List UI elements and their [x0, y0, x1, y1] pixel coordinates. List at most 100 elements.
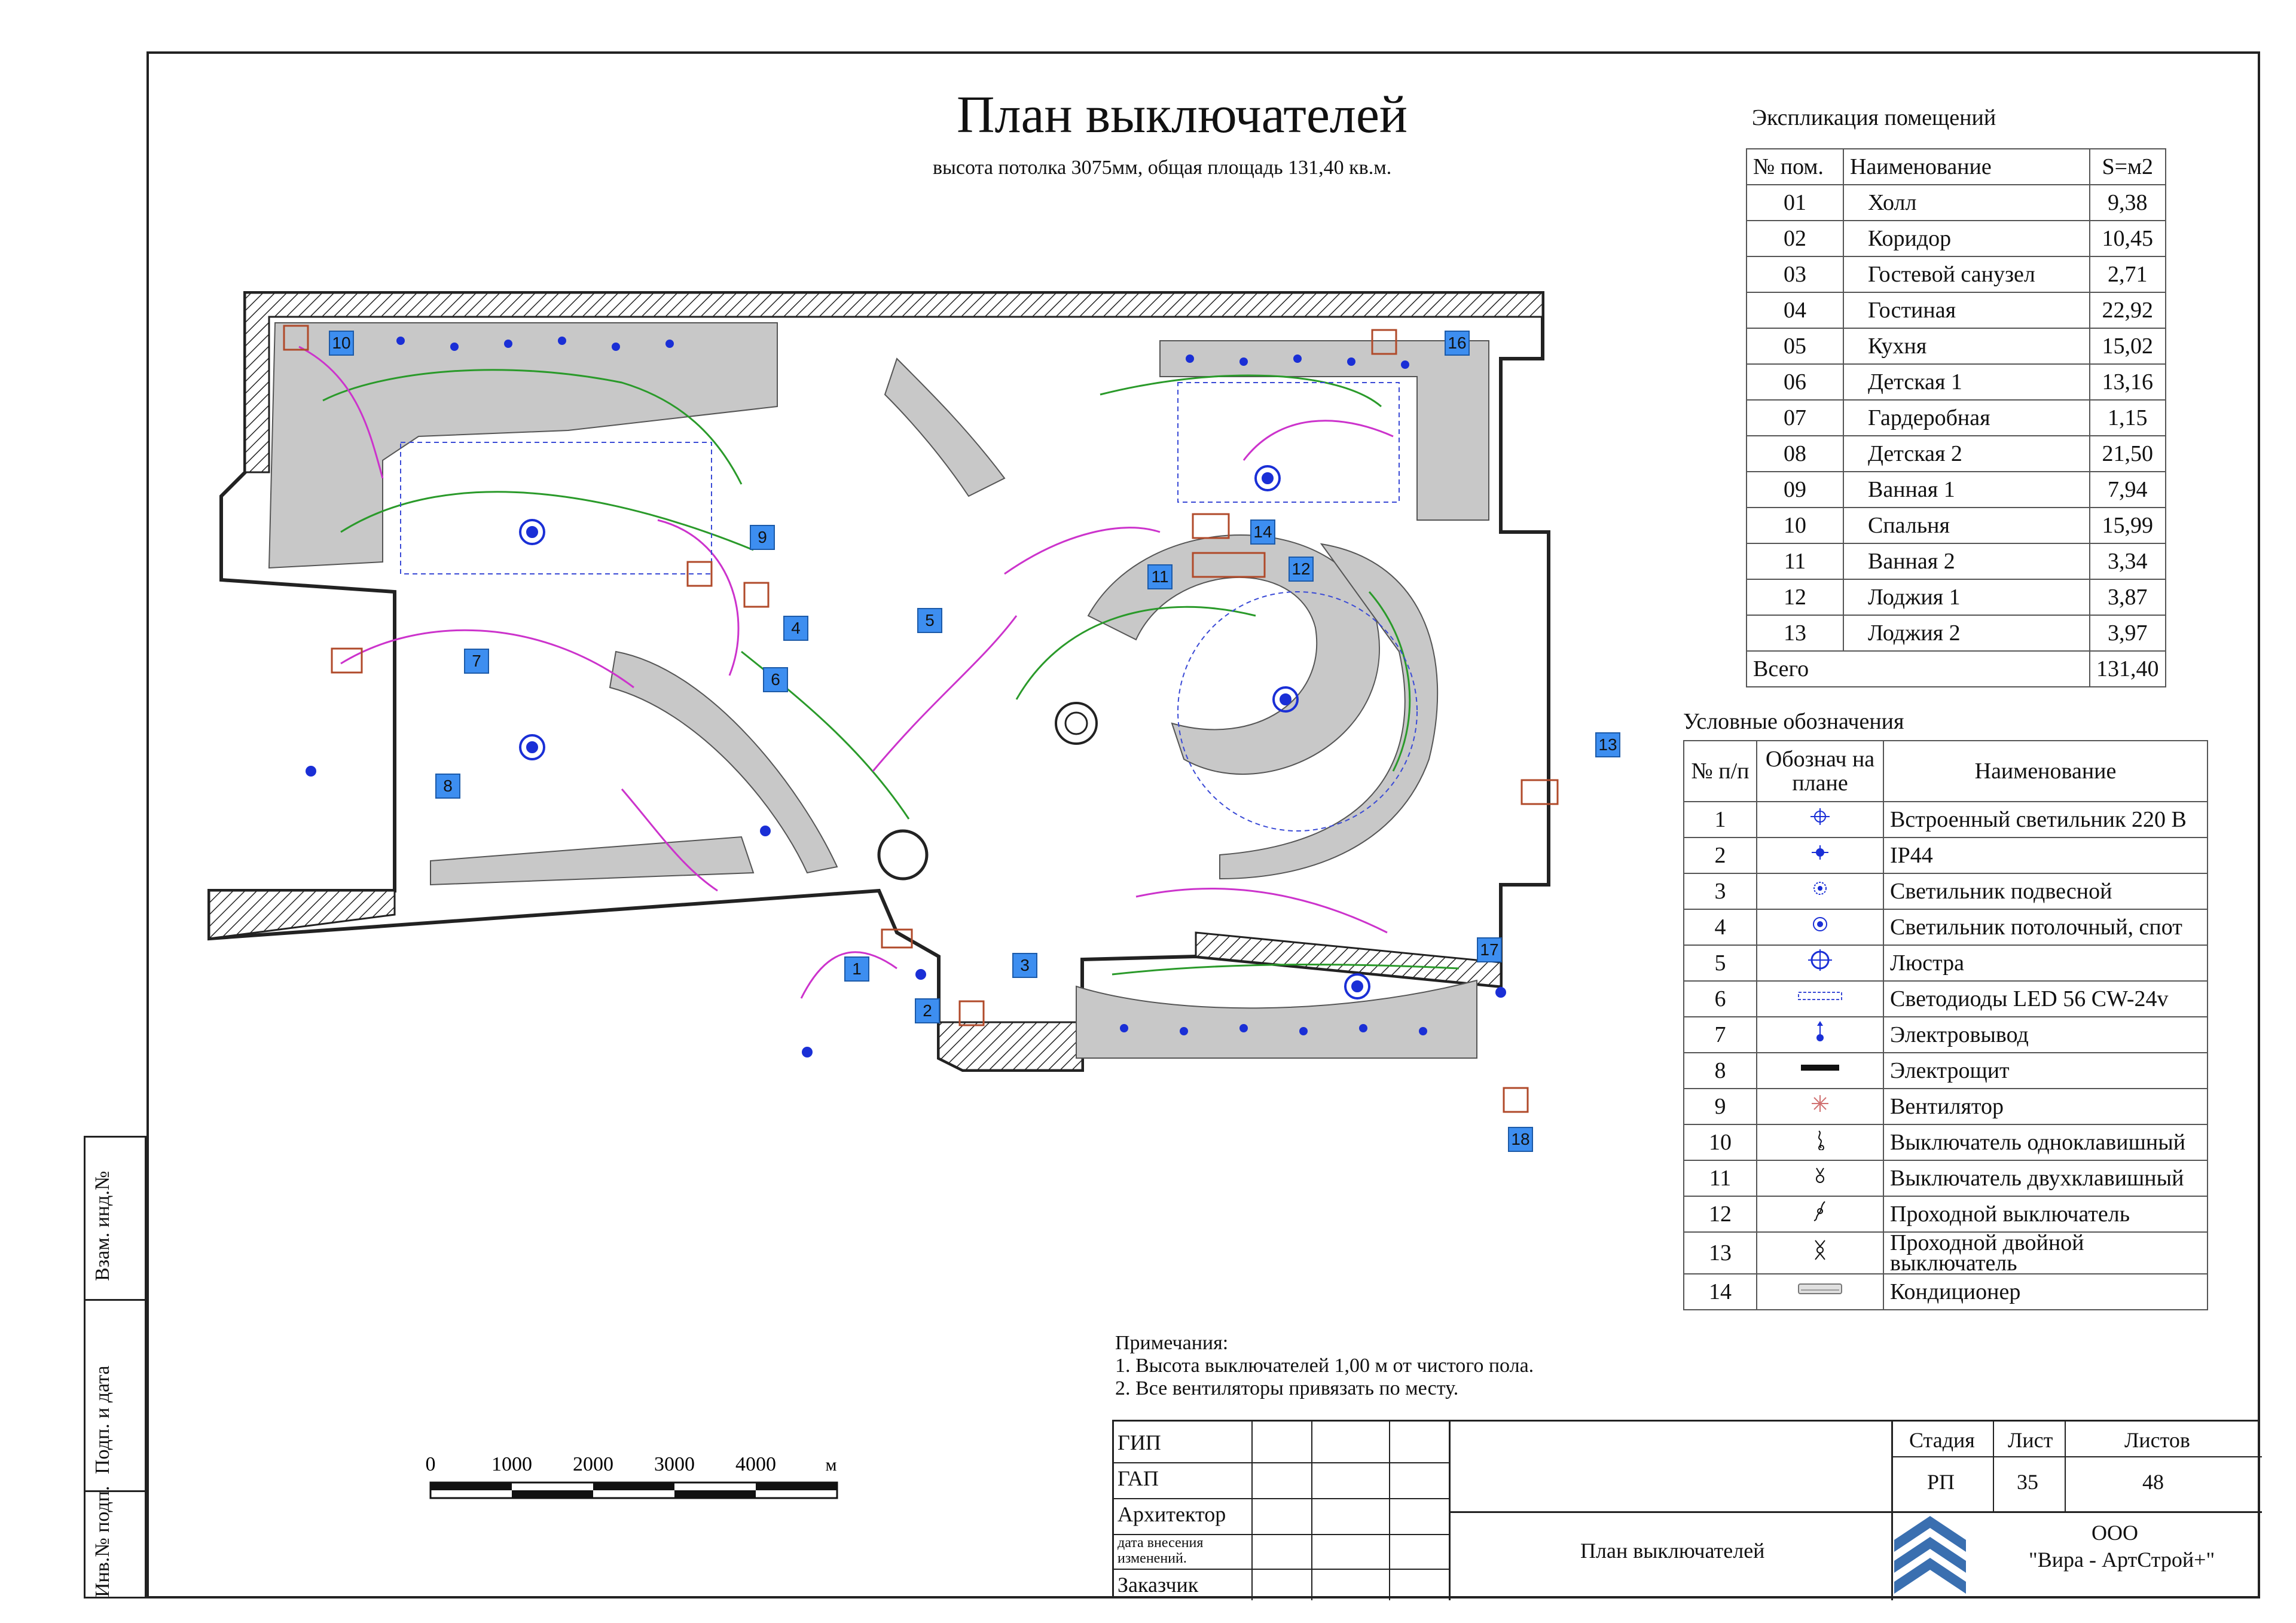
tb-role-customer: Заказчик — [1118, 1573, 1199, 1597]
central-column — [877, 702, 1098, 881]
explication-room-area: 3,87 — [2089, 579, 2166, 616]
legend-item-symbol — [1756, 801, 1884, 838]
company-logo — [1894, 1516, 1966, 1594]
tb-sheet-value: 35 — [2017, 1470, 2038, 1494]
tb-sheet-label: Лист — [2008, 1428, 2053, 1452]
pendant-light-icon — [1796, 879, 1844, 904]
explication-total-row: Всего 131,40 — [1746, 650, 2166, 687]
air-conditioner-icon — [1796, 1280, 1844, 1305]
explication-header-name: Наименование — [1843, 148, 2090, 185]
explication-room-name: Ванная 2 — [1843, 543, 2090, 580]
page-title: План выключателей — [957, 86, 1407, 144]
power-outlet-icon — [1796, 1021, 1844, 1048]
legend-header-row: № п/п Обознач на плане Наименование — [1683, 740, 2208, 802]
notes: Примечания: 1. Высота выключателей 1,00 … — [1115, 1332, 1534, 1400]
explication-room-name: Гостевой санузел — [1843, 256, 2090, 293]
scale-tick-2: 2000 — [573, 1453, 613, 1475]
plan-callout-6: 6 — [763, 667, 788, 692]
chandeliers — [519, 465, 1370, 1000]
legend-item-name: Светильник потолочный, спот — [1883, 909, 2208, 946]
explication-room-name: Лоджия 1 — [1843, 579, 2090, 616]
legend-row: 3 Светильник подвесной — [1683, 873, 2208, 910]
scale-tick-1: 1000 — [491, 1453, 532, 1475]
explication-room-number: 09 — [1746, 471, 1844, 508]
plan-callout-4: 4 — [783, 616, 808, 641]
plan-callout-9: 9 — [750, 525, 775, 550]
legend-item-number: 3 — [1683, 873, 1757, 910]
legend-item-name: Светильник подвесной — [1883, 873, 2208, 910]
wiring-magenta — [298, 346, 1394, 999]
legend-item-symbol — [1756, 1088, 1884, 1125]
legend-item-symbol — [1756, 1016, 1884, 1053]
side-stamp-label-1: Взам. инд.№ — [91, 1170, 114, 1281]
scale-tick-3: 3000 — [654, 1453, 695, 1475]
notes-line-2: 2. Все вентиляторы привязать по месту. — [1115, 1377, 1459, 1399]
legend-item-number: 1 — [1683, 801, 1757, 838]
scale-bar-graphic: 0 1000 2000 3000 4000 м — [426, 1453, 838, 1499]
wiring-green — [322, 369, 1460, 976]
legend-item-number: 2 — [1683, 837, 1757, 874]
plan-callout-3: 3 — [1012, 953, 1037, 978]
legend-item-symbol — [1756, 1231, 1884, 1274]
explication-room-number: 10 — [1746, 507, 1844, 544]
explication-room-number: 11 — [1746, 543, 1844, 580]
explication-header-area: S=м2 — [2089, 148, 2166, 185]
legend-header-symbol: Обознач на плане — [1756, 740, 1884, 802]
explication-room-number: 04 — [1746, 292, 1844, 329]
legend-item-name: Светодиоды LED 56 CW-24v — [1883, 980, 2208, 1017]
legend-item-name: IP44 — [1883, 837, 2208, 874]
legend-item-name: Проходной двойной выключатель — [1883, 1231, 2208, 1274]
legend-item-name: Люстра — [1883, 945, 2208, 982]
switch-boxes — [283, 325, 1559, 1113]
notes-heading: Примечания: — [1115, 1332, 1229, 1354]
explication-room-area: 21,50 — [2089, 435, 2166, 472]
scale-bar: 0 1000 2000 3000 4000 м — [419, 1441, 849, 1527]
pass-switch-icon — [1796, 1201, 1844, 1227]
tb-stage-value: РП — [1927, 1470, 1955, 1494]
explication-total-value: 131,40 — [2089, 650, 2166, 687]
tb-role-gap: ГАП — [1118, 1466, 1159, 1490]
explication-room-area: 13,16 — [2089, 363, 2166, 401]
explication-room-name: Гардеробная — [1843, 399, 2090, 436]
explication-room-number: 06 — [1746, 363, 1844, 401]
plan-callout-14: 14 — [1250, 519, 1275, 545]
legend-item-name: Вентилятор — [1883, 1088, 2208, 1125]
electrical-panel-icon — [1796, 1059, 1844, 1084]
plan-callout-2: 2 — [915, 998, 940, 1023]
legend-item-name: Кондиционер — [1883, 1273, 2208, 1310]
explication-total-label: Всего — [1746, 650, 2090, 687]
legend-item-symbol — [1756, 1196, 1884, 1233]
ceiling-spot-icon — [1796, 915, 1844, 940]
legend-row: 2 IP44 — [1683, 837, 2208, 874]
scale-unit: м — [826, 1455, 837, 1475]
plan-callout-8: 8 — [435, 774, 460, 799]
side-stamp-label-3: Инв.№ подп. — [91, 1486, 114, 1597]
explication-room-area: 9,38 — [2089, 184, 2166, 221]
spot-fixtures — [306, 337, 1506, 1057]
legend-caption: Условные обозначения — [1683, 709, 1904, 734]
legend-item-name: Выключатель двухклавишный — [1883, 1160, 2208, 1197]
explication-room-number: 05 — [1746, 328, 1844, 365]
legend-item-symbol — [1756, 1273, 1884, 1310]
legend-item-symbol — [1756, 909, 1884, 946]
tb-sheet-title: План выключателей — [1580, 1539, 1765, 1563]
plan-callout-1: 1 — [844, 956, 869, 982]
